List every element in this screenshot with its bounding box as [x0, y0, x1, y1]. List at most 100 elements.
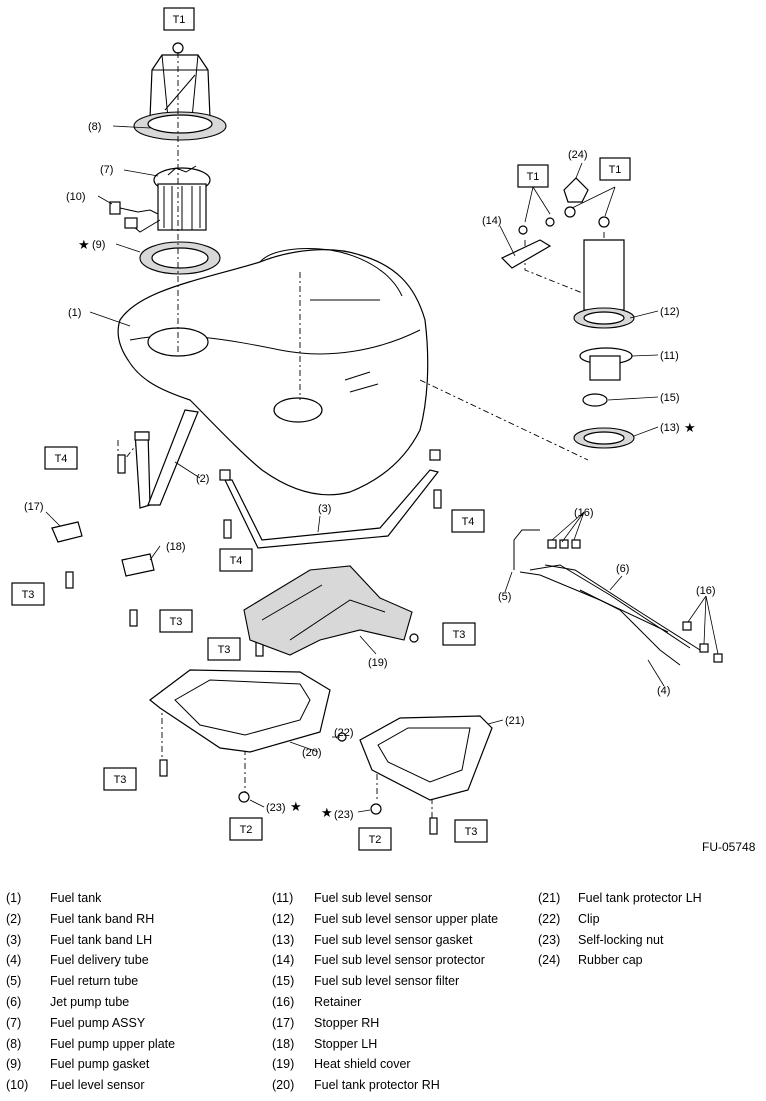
- callout-16a: (16): [574, 507, 594, 519]
- legend-num: (18): [272, 1036, 295, 1051]
- legend-name: Fuel tank band LH: [50, 932, 153, 947]
- torque-label: T2: [240, 824, 253, 836]
- callout-16b: (16): [696, 585, 716, 597]
- legend-name: Fuel sub level sensor gasket: [314, 932, 473, 947]
- torque-label: T1: [609, 164, 622, 176]
- legend-name: Fuel pump ASSY: [50, 1015, 146, 1030]
- fuel-tank-band-rh: [134, 409, 199, 509]
- legend-num: (22): [538, 911, 561, 926]
- callout-1: (1): [68, 307, 81, 319]
- sub-level-sensor-assembly: [500, 177, 635, 449]
- torque-label: T1: [527, 171, 540, 183]
- legend-num: (24): [538, 953, 561, 968]
- legend-name: Heat shield cover: [314, 1057, 411, 1072]
- callout-5: (5): [498, 591, 511, 603]
- legend-name: Fuel sub level sensor protector: [314, 953, 485, 968]
- legend-name: Rubber cap: [578, 953, 643, 968]
- torque-box: [358, 827, 392, 851]
- callout-23b: (23): [334, 809, 354, 821]
- legend-name: Fuel delivery tube: [50, 953, 149, 968]
- legend-name: Stopper RH: [314, 1015, 380, 1030]
- torque-label: T1: [173, 14, 186, 26]
- torque-box: [229, 817, 263, 841]
- torque-label: T3: [114, 774, 127, 786]
- heat-shield-cover: [243, 565, 413, 656]
- legend-name: Fuel tank protector RH: [314, 1078, 440, 1093]
- legend-item: (13) Fuel sub level sensor gasket: [272, 930, 472, 951]
- star-marker: ★: [78, 237, 90, 252]
- callout-20: (20): [302, 747, 322, 759]
- callout-21: (21): [505, 715, 525, 727]
- torque-box: [159, 609, 193, 633]
- torque-label: T3: [218, 644, 231, 656]
- legend-num: (8): [6, 1036, 22, 1051]
- legend-num: (16): [272, 994, 295, 1009]
- legend-name: Fuel sub level sensor: [314, 891, 433, 905]
- fuel-tank-protector-lh: [359, 715, 493, 801]
- legend-num: (9): [6, 1057, 22, 1072]
- fuel-pump-upper-plate: [133, 42, 227, 141]
- legend-num: (3): [6, 932, 22, 947]
- legend-item: (24) Rubber cap: [538, 950, 643, 971]
- legend-num: (10): [6, 1078, 29, 1093]
- legend-item: (23)Self-locking nut: [538, 930, 663, 951]
- callout-8: (8): [88, 121, 101, 133]
- callout-19: (19): [368, 657, 388, 669]
- torque-box: [11, 582, 45, 606]
- star-marker: ★: [684, 420, 696, 435]
- legend-name: Fuel tank: [50, 891, 102, 905]
- legend-item: (10)Fuel level sensor: [6, 1075, 145, 1096]
- legend-name: Jet pump tube: [50, 994, 130, 1009]
- callout-7: (7): [100, 164, 113, 176]
- legend-item: (5)Fuel return tube: [6, 971, 138, 992]
- legend-num: (17): [272, 1015, 295, 1030]
- callout-4: (4): [657, 685, 670, 697]
- legend-item: (12)Fuel sub level sensor upper plate: [272, 909, 498, 930]
- callout-22: (22): [334, 727, 354, 739]
- legend-name: Stopper LH: [314, 1036, 378, 1051]
- callout-17: (17): [24, 501, 44, 513]
- torque-label: T3: [170, 616, 183, 628]
- legend-name: Self-locking nut: [578, 932, 664, 947]
- legend-num: (11): [272, 891, 294, 905]
- legend-name: Fuel sub level sensor filter: [314, 974, 460, 989]
- fuel-pump-gasket: [139, 241, 221, 275]
- legend-name: Fuel sub level sensor upper plate: [314, 911, 499, 926]
- fuel-tank: [117, 248, 429, 496]
- torque-label: T3: [22, 589, 35, 601]
- callout-6: (6): [616, 563, 629, 575]
- torque-label: T2: [369, 834, 382, 846]
- legend-num: (21): [538, 891, 561, 905]
- legend-num: (19): [272, 1057, 295, 1072]
- legend-name: Retainer: [314, 994, 362, 1009]
- fuel-tank-band-lh: [219, 449, 441, 549]
- leader-lines: [45, 125, 719, 813]
- callout-13: (13): [660, 422, 680, 434]
- fuel-tank-protector-rh: [149, 669, 331, 753]
- legend-num: (13): [272, 932, 295, 947]
- legend-name: Fuel tank protector LH: [578, 891, 702, 905]
- legend-num: (14): [272, 953, 295, 968]
- legend-num: (15): [272, 974, 295, 989]
- parts-legend: (1)Fuel tank (2)Fuel tank band RH (3)Fue…: [0, 888, 766, 1098]
- legend-name: Fuel return tube: [50, 974, 139, 989]
- torque-box: [219, 548, 253, 572]
- legend-item: (15) Fuel sub level sensor filter: [272, 971, 459, 992]
- callout-14: (14): [482, 215, 502, 227]
- figure-code: FU-05748: [702, 840, 756, 854]
- callout-3: (3): [318, 503, 331, 515]
- legend-item: (11) Fuel sub level sensor: [272, 888, 432, 909]
- legend-item: (22)Clip: [538, 909, 600, 930]
- fuel-level-sensor: [109, 201, 161, 233]
- legend-num: (2): [6, 911, 22, 926]
- callout-2: (2): [196, 473, 209, 485]
- legend-num: (6): [6, 994, 22, 1009]
- torque-label: T4: [230, 555, 243, 567]
- callout-15: (15): [660, 392, 680, 404]
- callout-9: (9): [92, 239, 105, 251]
- callout-23a: (23): [266, 802, 286, 814]
- legend-item: (2) Fuel tank band RH: [6, 909, 154, 930]
- legend-name: Fuel tank band RH: [50, 911, 155, 926]
- legend-num: (7): [6, 1015, 22, 1030]
- callout-10: (10): [66, 191, 86, 203]
